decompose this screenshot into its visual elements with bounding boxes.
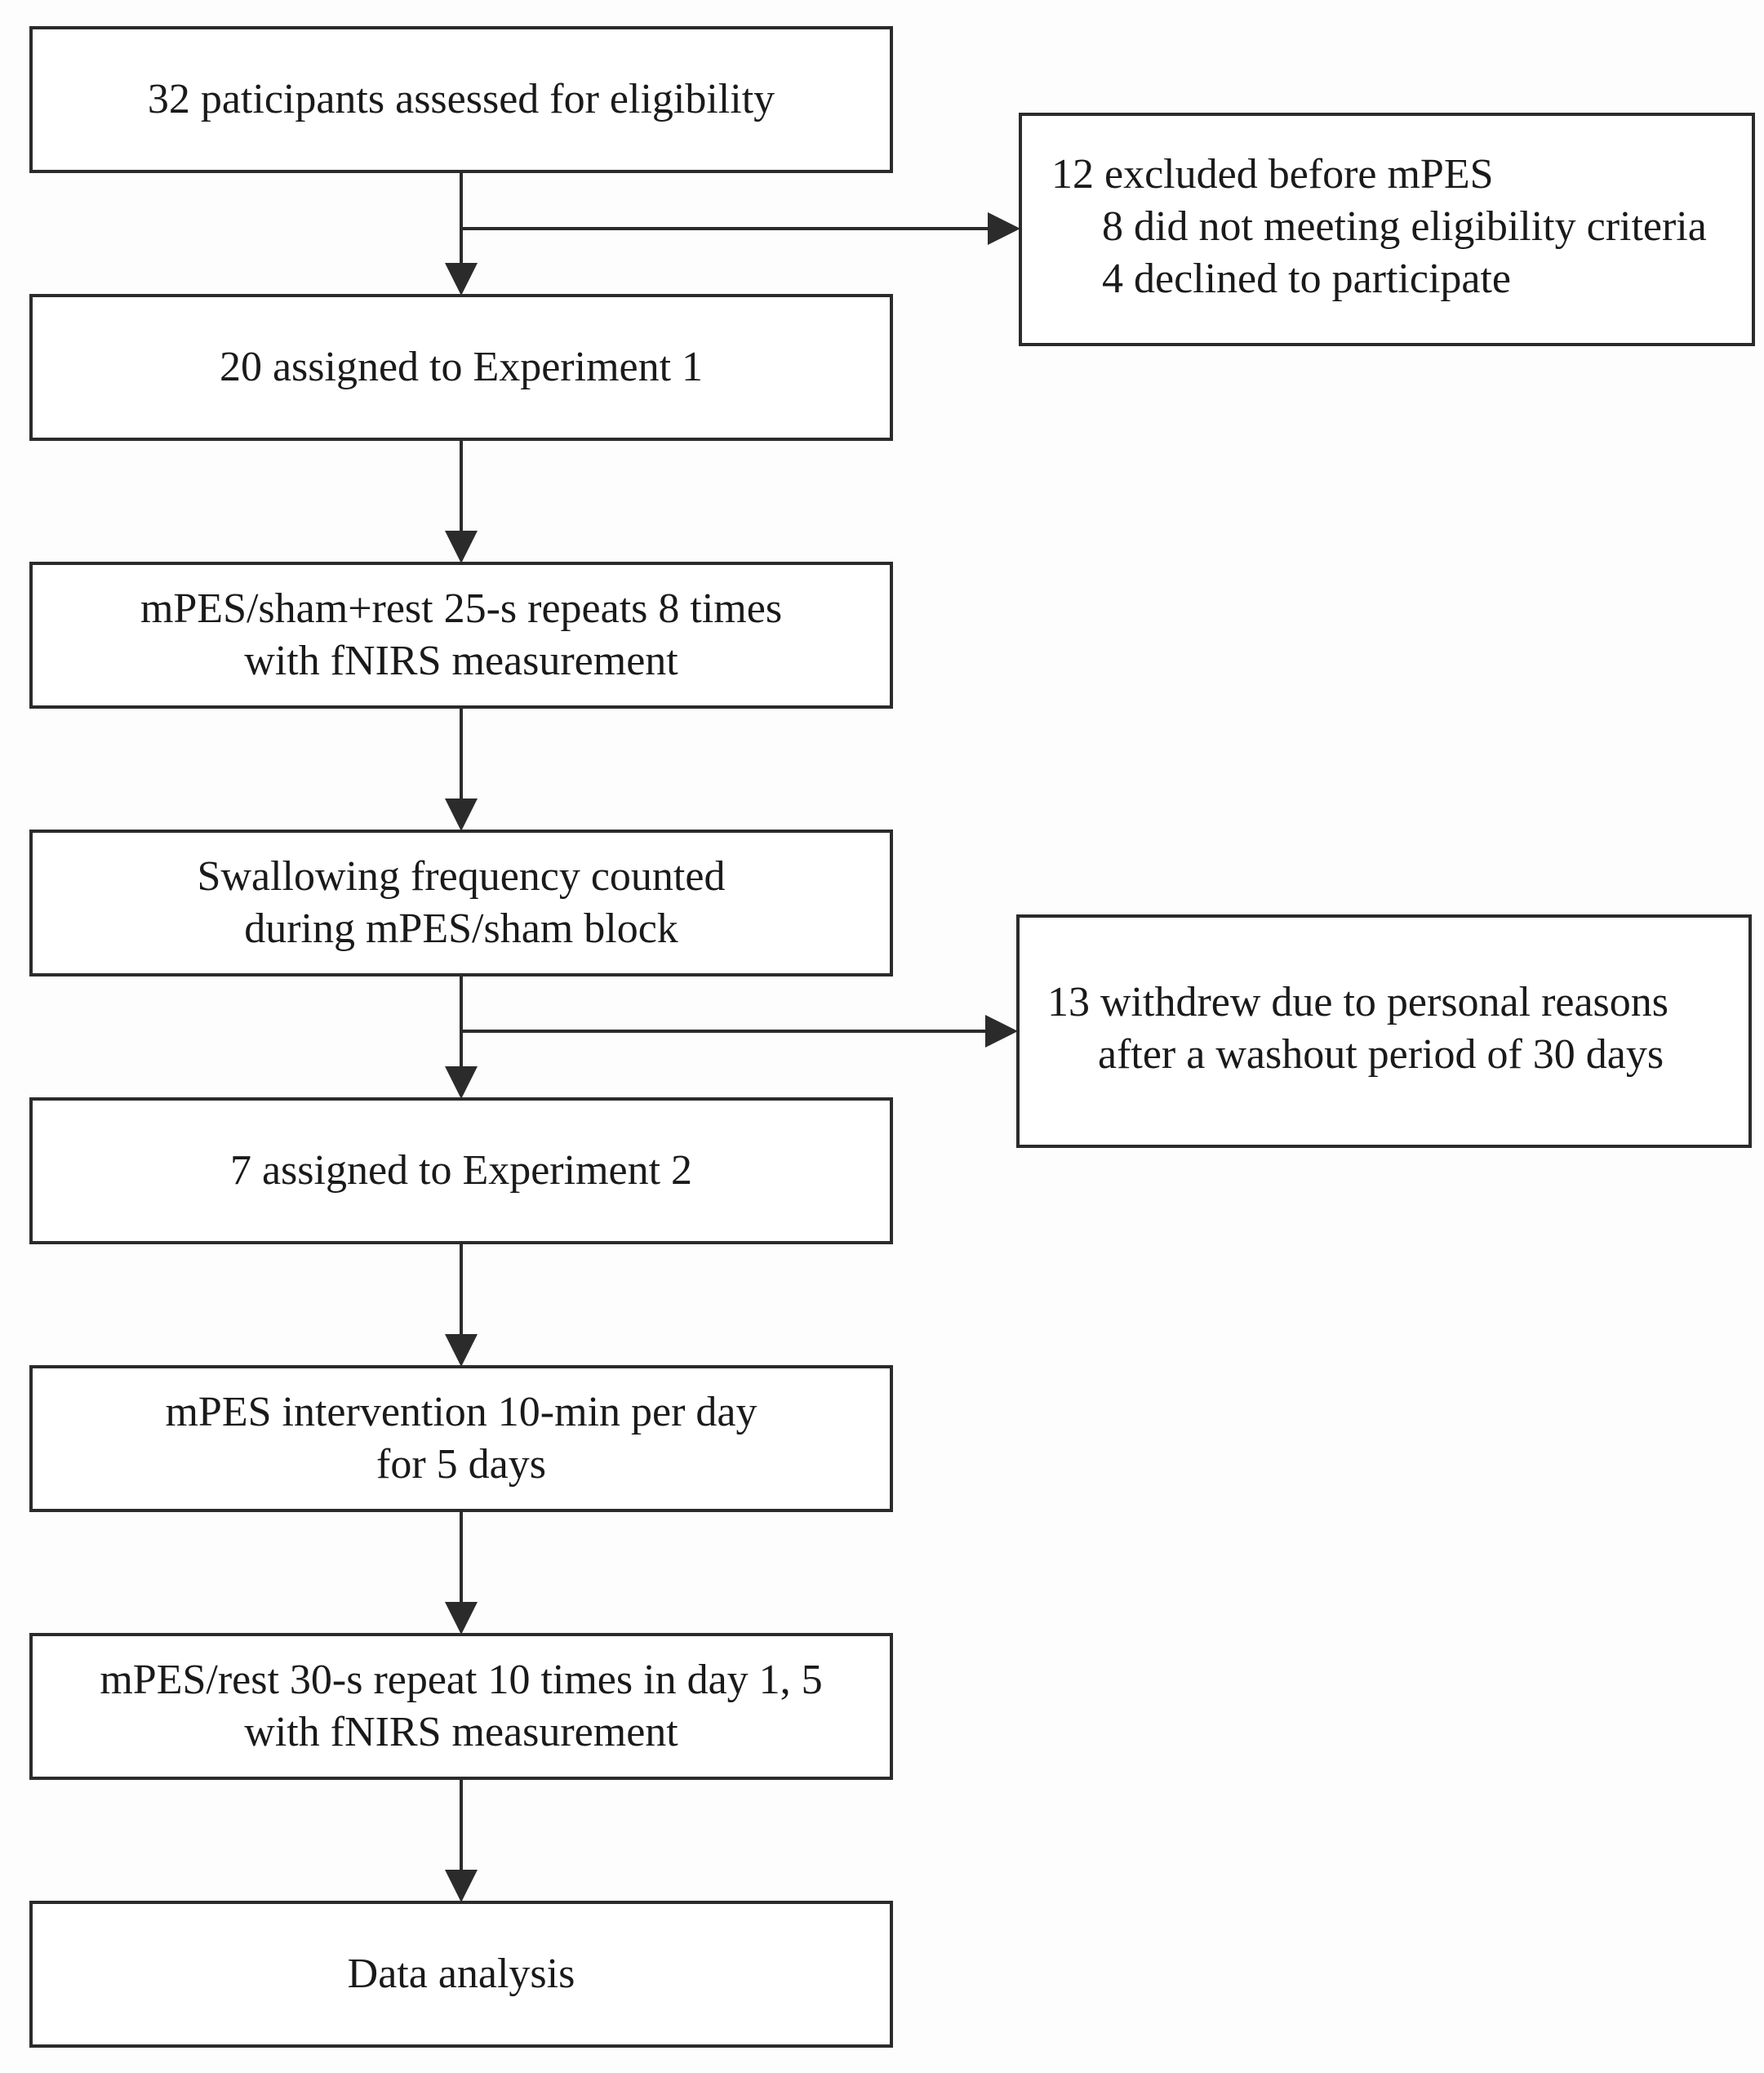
step-intervention-box: mPES intervention 10-min per day for 5 d…	[29, 1365, 893, 1512]
step-exp1-protocol-line-2: with fNIRS measurement	[244, 638, 678, 684]
step-exp2-protocol-box: mPES/rest 30-s repeat 10 times in day 1,…	[29, 1633, 893, 1780]
step-exp1-protocol-line-1: mPES/sham+rest 25-s repeats 8 times	[140, 585, 783, 632]
withdrew-box: 13 withdrew due to personal reasons afte…	[1016, 914, 1752, 1148]
excluded-item-2: 4 declined to participate	[1102, 256, 1512, 302]
step-assessed-line-1: 32 paticipants assessed for eligibility	[147, 76, 775, 122]
step-experiment2-box: 7 assigned to Experiment 2	[29, 1097, 893, 1244]
excluded-item-1: 8 did not meeting eligibility criteria	[1102, 203, 1707, 250]
step-exp2-protocol-line-1: mPES/rest 30-s repeat 10 times in day 1,…	[100, 1657, 823, 1703]
step-exp1-protocol-box: mPES/sham+rest 25-s repeats 8 times with…	[29, 562, 893, 709]
step-intervention-line-2: for 5 days	[376, 1441, 546, 1488]
step-experiment2-line-1: 7 assigned to Experiment 2	[229, 1147, 693, 1194]
step-swallowing-line-1: Swallowing frequency counted	[197, 853, 726, 900]
step-experiment1-box: 20 assigned to Experiment 1	[29, 294, 893, 441]
withdrew-line-2: after a washout period of 30 days	[1098, 1031, 1664, 1078]
step-assessed-box: 32 paticipants assessed for eligibility	[29, 26, 893, 173]
step-swallowing-line-2: during mPES/sham block	[244, 905, 678, 952]
step-exp2-protocol-line-2: with fNIRS measurement	[244, 1709, 678, 1755]
excluded-heading: 12 excluded before mPES	[1051, 151, 1494, 198]
step-experiment1-line-1: 20 assigned to Experiment 1	[219, 344, 704, 390]
step-swallowing-box: Swallowing frequency counted during mPES…	[29, 830, 893, 976]
withdrew-line-1: 13 withdrew due to personal reasons	[1047, 979, 1669, 1025]
step-analysis-box: Data analysis	[29, 1901, 893, 2048]
step-intervention-line-1: mPES intervention 10-min per day	[165, 1389, 758, 1435]
step-analysis-line-1: Data analysis	[347, 1951, 575, 1997]
excluded-box: 12 excluded before mPES 8 did not meetin…	[1019, 113, 1755, 346]
